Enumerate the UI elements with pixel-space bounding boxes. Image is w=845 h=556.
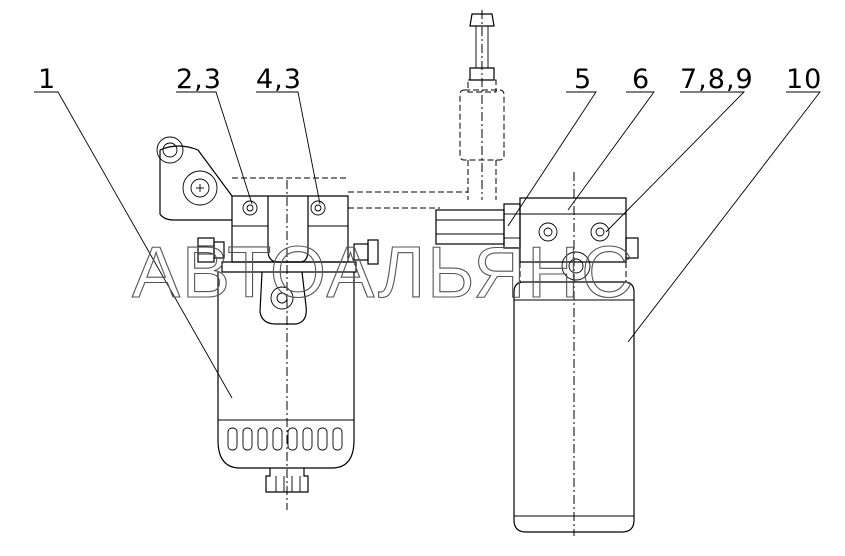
right-fuel-filter <box>513 172 639 536</box>
callout-6: 6 <box>632 64 650 95</box>
watermark: АВТОАЛЬЯНС <box>132 233 635 313</box>
callout-4-3: 4,3 <box>256 64 302 95</box>
callout-10: 10 <box>786 64 822 95</box>
fuel-line-fitting <box>435 10 521 249</box>
callout-5: 5 <box>574 64 592 95</box>
callout-2-3: 2,3 <box>176 64 222 95</box>
callout-1: 1 <box>38 64 56 95</box>
callout-leaders <box>34 91 821 399</box>
filter-drain-slots <box>227 427 343 451</box>
left-fuel-filter <box>156 136 468 510</box>
callout-7-8-9: 7,8,9 <box>680 64 754 95</box>
